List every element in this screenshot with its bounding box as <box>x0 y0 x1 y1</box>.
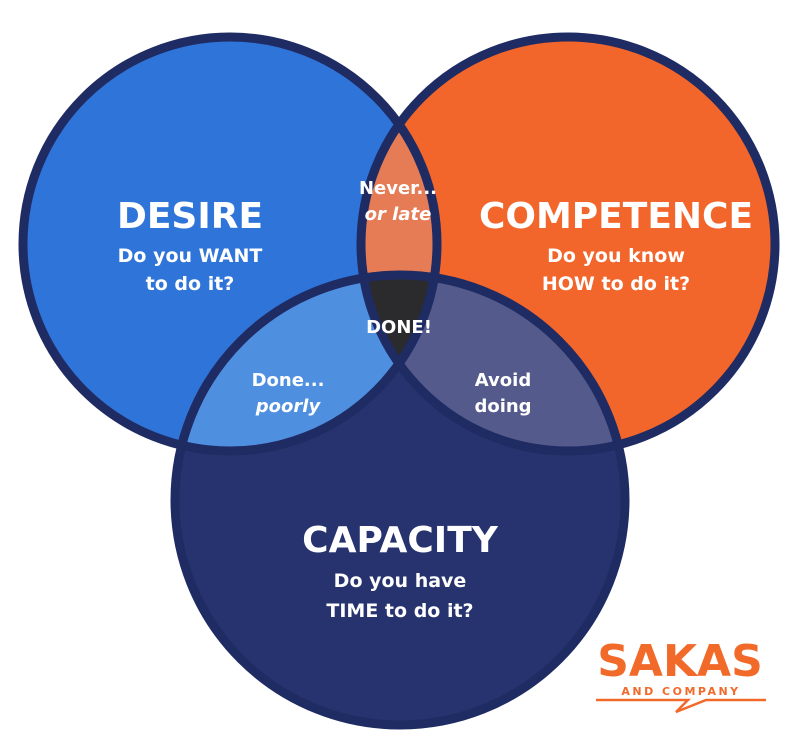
desire-question-line1: Do you WANT <box>118 245 263 267</box>
logo-name: SAKAS <box>597 636 763 687</box>
competence-question-line2: HOW to do it? <box>542 273 690 295</box>
competence-title: COMPETENCE <box>479 196 753 237</box>
never-label-line2: or late <box>365 204 432 225</box>
avoid-doing-label-line1: Avoid <box>475 370 531 391</box>
done-center-label: DONE! <box>366 317 432 338</box>
competence-outline <box>356 32 780 456</box>
done-poorly-label-line2: poorly <box>255 396 322 417</box>
never-label-line1: Never... <box>359 178 437 199</box>
done-poorly-label-line1: Done... <box>252 370 325 391</box>
capacity-outline <box>170 270 630 730</box>
desire-question-line2: to do it? <box>146 273 235 295</box>
capacity-question-line2: TIME to do it? <box>326 600 473 622</box>
avoid-doing-label-line2: doing <box>474 396 531 417</box>
capacity-question-line1: Do you have <box>334 570 467 592</box>
desire-outline <box>18 32 442 456</box>
desire-title: DESIRE <box>117 196 263 237</box>
logo-tagline: AND COMPANY <box>621 685 740 698</box>
capacity-title: CAPACITY <box>302 520 499 561</box>
competence-question-line1: Do you know <box>547 245 685 267</box>
logo-underline-swoosh-icon <box>596 698 766 714</box>
desire-capacity-overlap <box>175 275 437 451</box>
sakas-logo: SAKAS AND COMPANY <box>596 636 766 714</box>
competence-capacity-overlap <box>361 275 625 451</box>
